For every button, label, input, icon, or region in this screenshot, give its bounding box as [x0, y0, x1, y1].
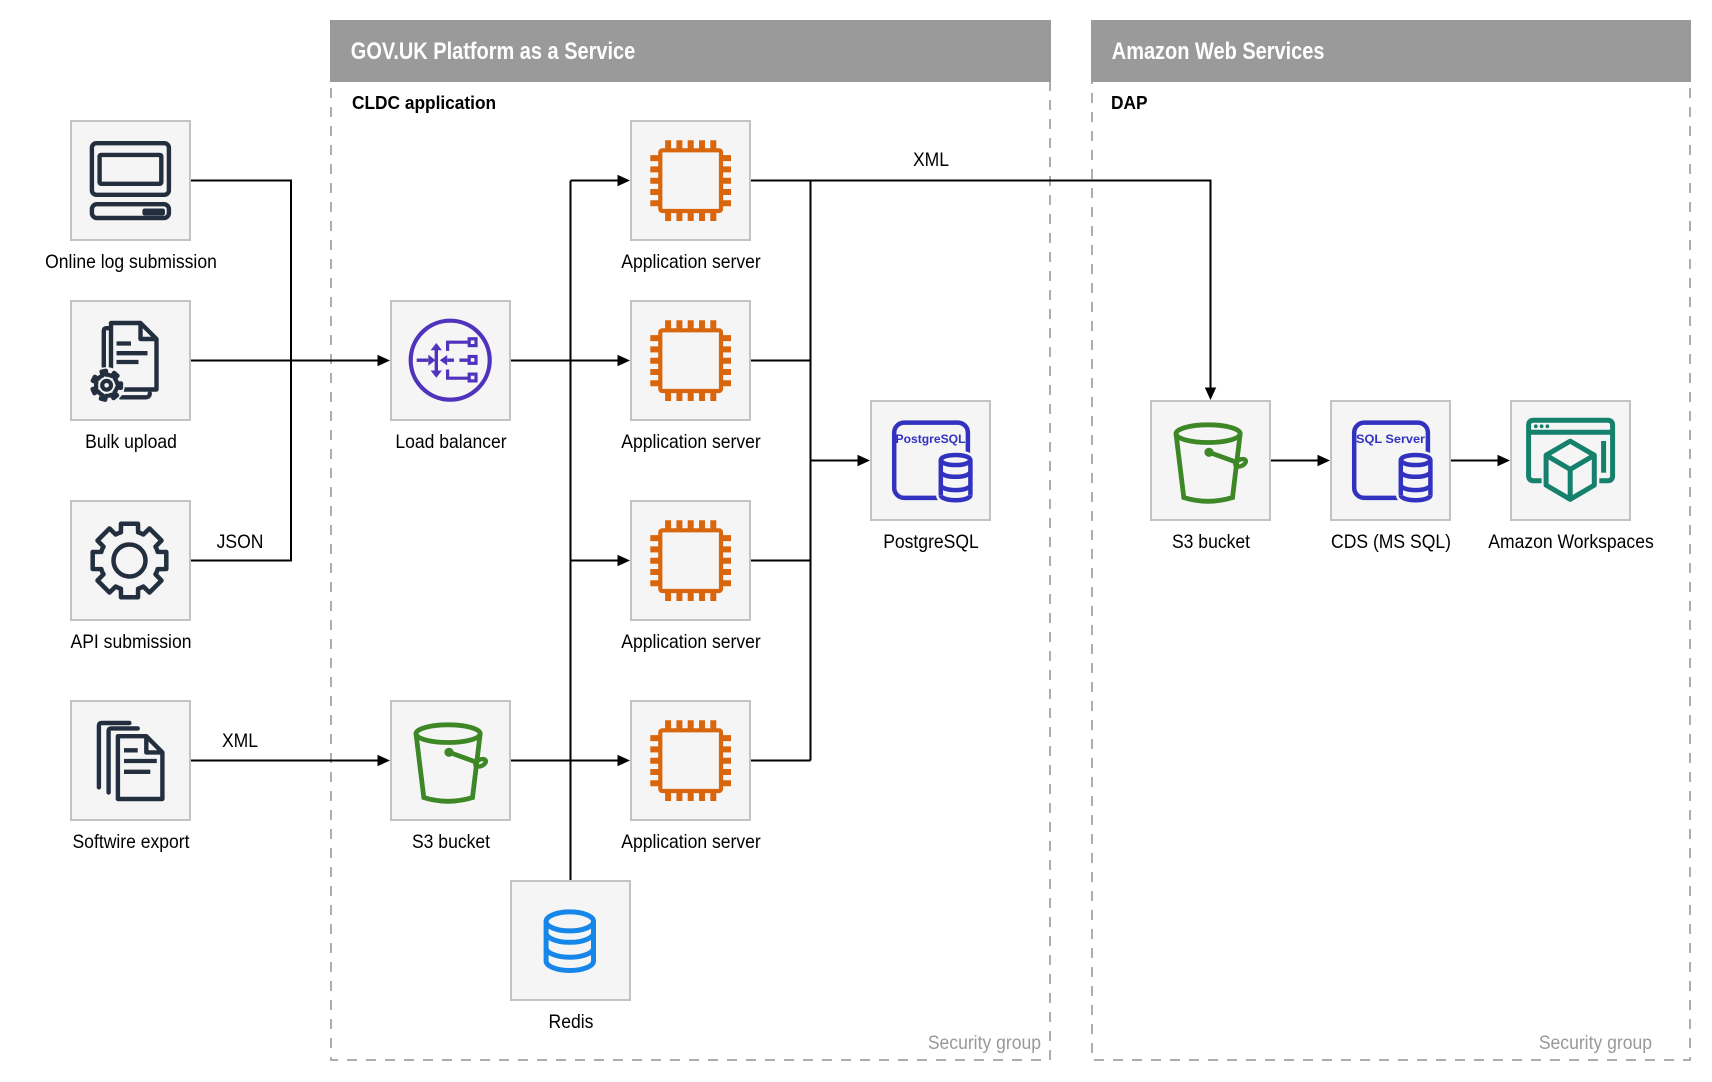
- svg-text:SQL Server: SQL Server: [1356, 432, 1425, 446]
- svg-text:PostgreSQL: PostgreSQL: [896, 432, 966, 446]
